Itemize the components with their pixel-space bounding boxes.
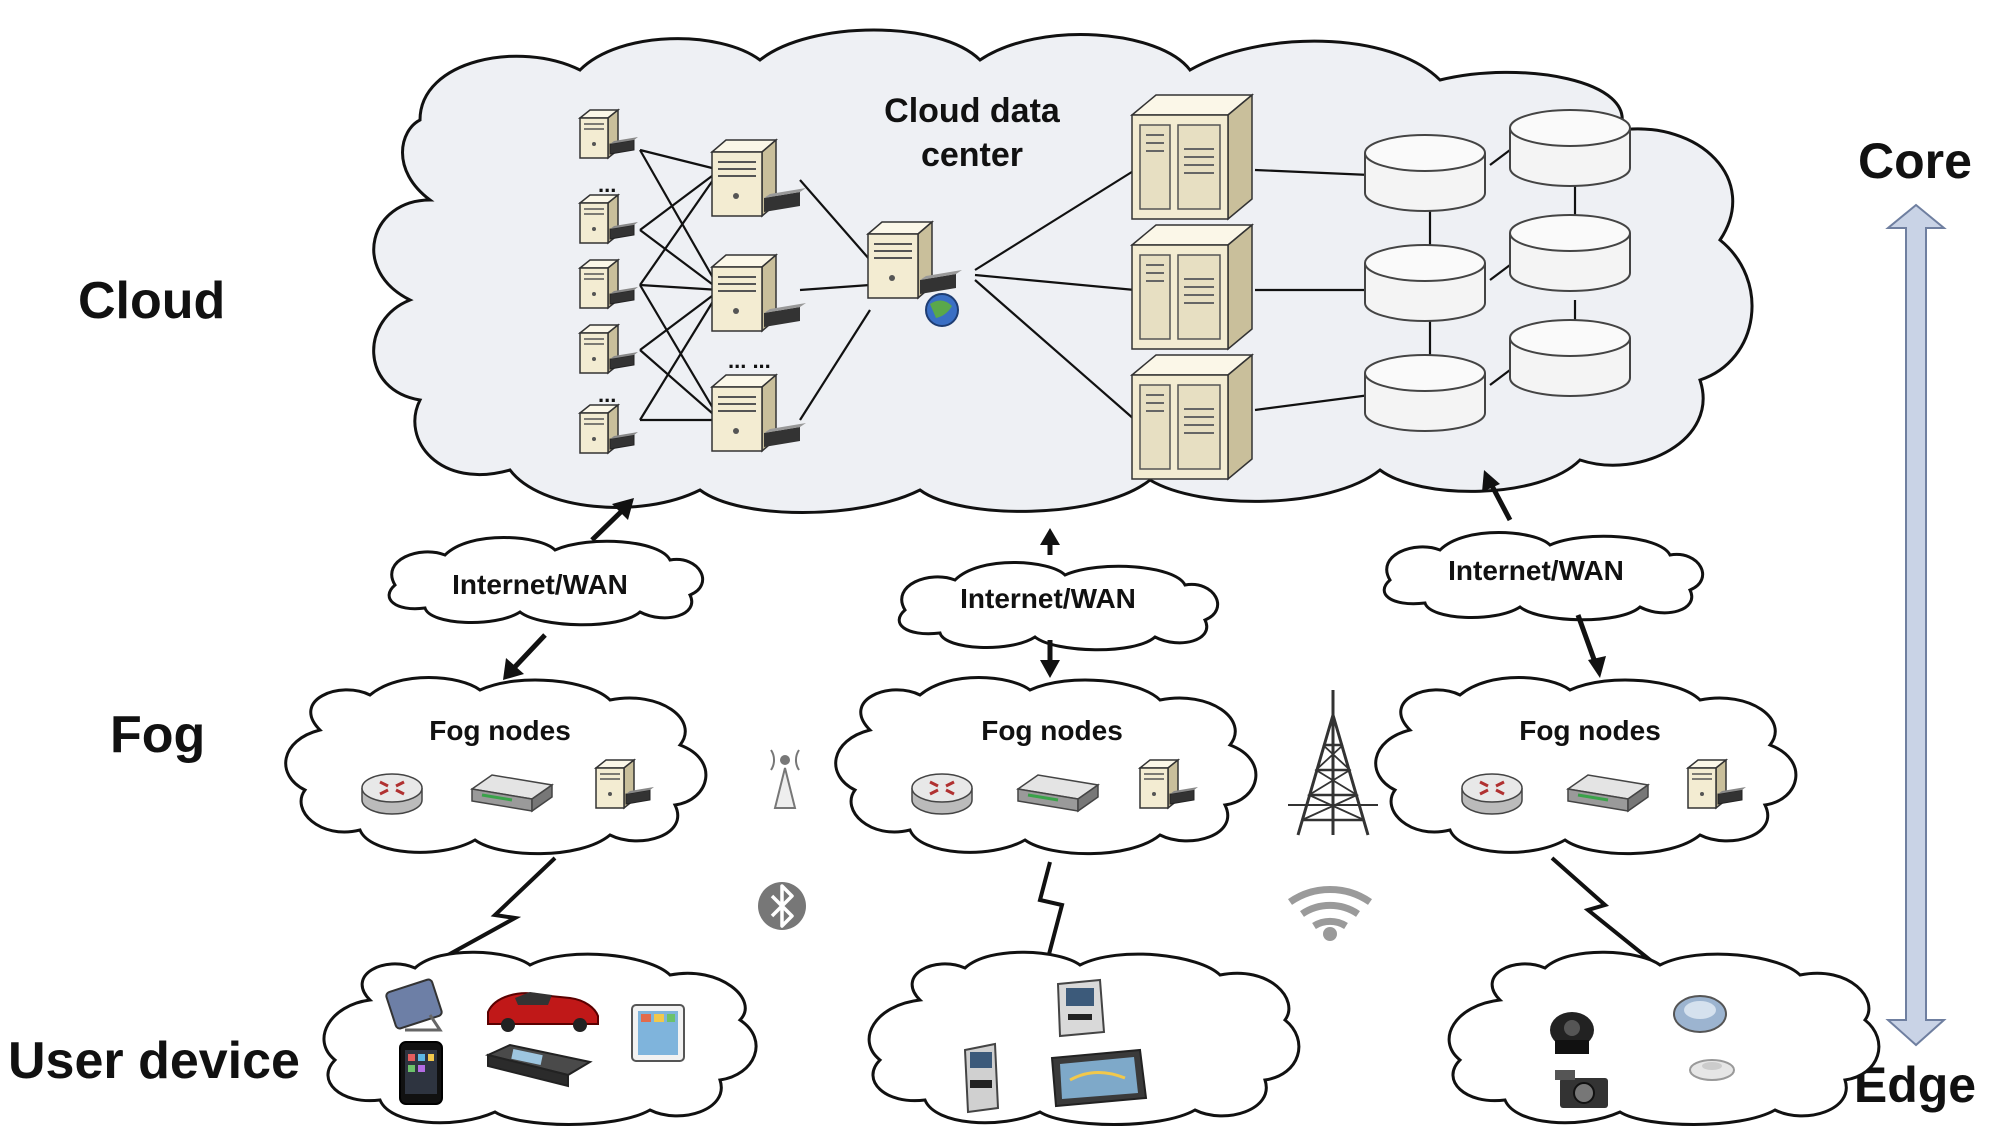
kiosk-icon [963, 1042, 1000, 1114]
database-icon [1509, 109, 1631, 187]
wan-cloud-right: Internet/WAN [1382, 531, 1704, 622]
connection-arrows [503, 470, 1606, 680]
user-device-cloud-left [322, 950, 758, 1126]
car-icon [487, 992, 599, 1032]
handheld-terminal-icon [484, 1043, 593, 1088]
wan-label-right: Internet/WAN [1448, 555, 1624, 586]
ellipsis-label: ... [598, 382, 616, 407]
cloud-network-links [639, 148, 1577, 422]
fog-label-left: Fog nodes [429, 715, 571, 746]
database-icon [1509, 214, 1631, 292]
fog-label-right: Fog nodes [1519, 715, 1661, 746]
camera-icon [1555, 1070, 1608, 1108]
cloud-data-center-title-line2: center [921, 136, 1023, 174]
axis-label-edge: Edge [1854, 1057, 1976, 1113]
tablet-icon [631, 1004, 685, 1062]
wan-cloud-left: Internet/WAN [387, 536, 704, 627]
user-device-cloud-right [1447, 950, 1881, 1126]
database-icon [1364, 244, 1486, 322]
layer-label-fog: Fog [110, 706, 205, 764]
layer-label-cloud: Cloud [78, 272, 225, 330]
wan-cloud-middle: Internet/WAN [897, 561, 1219, 652]
fog-cloud-middle: Fog nodes [834, 676, 1258, 856]
wireless-links [447, 856, 1662, 970]
core-edge-axis-arrow [1885, 203, 1947, 1047]
smartphone-icon [399, 1041, 443, 1105]
axis-label-core: Core [1858, 133, 1972, 189]
navigation-device-icon [1050, 1048, 1148, 1108]
router-icon [1460, 772, 1524, 816]
fog-label-middle: Fog nodes [981, 715, 1123, 746]
database-icon [1364, 354, 1486, 432]
ellipsis-label: ... [598, 172, 616, 197]
bluetooth-icon [758, 882, 806, 930]
user-device-cloud-middle [867, 950, 1301, 1126]
server-icon [1131, 224, 1253, 350]
sensor-icon [1550, 1012, 1594, 1054]
smart-sensor-icon [1673, 995, 1727, 1033]
tablet-stand-icon [385, 978, 443, 1032]
layer-label-user-device: User device [8, 1032, 300, 1090]
atm-icon [1056, 978, 1106, 1038]
server-icon [1131, 94, 1253, 220]
wan-label-middle: Internet/WAN [960, 583, 1136, 614]
wifi-icon [1288, 886, 1372, 941]
database-icon [1509, 319, 1631, 397]
antenna-icon [770, 749, 800, 809]
fog-cloud-right: Fog nodes [1374, 676, 1798, 856]
router-icon [360, 772, 424, 816]
wan-label-left: Internet/WAN [452, 569, 628, 600]
ellipsis-label: ... ... [728, 348, 771, 373]
core-web-server [867, 221, 963, 327]
server-icon [1131, 354, 1253, 480]
cloud-data-center-title-line1: Cloud data [884, 92, 1061, 130]
router-icon [910, 772, 974, 816]
cell-tower-icon [1288, 690, 1378, 836]
smoke-detector-icon [1689, 1059, 1735, 1081]
storage-servers [1131, 94, 1253, 480]
database-icon [1364, 134, 1486, 212]
fog-cloud-left: Fog nodes [284, 676, 708, 856]
